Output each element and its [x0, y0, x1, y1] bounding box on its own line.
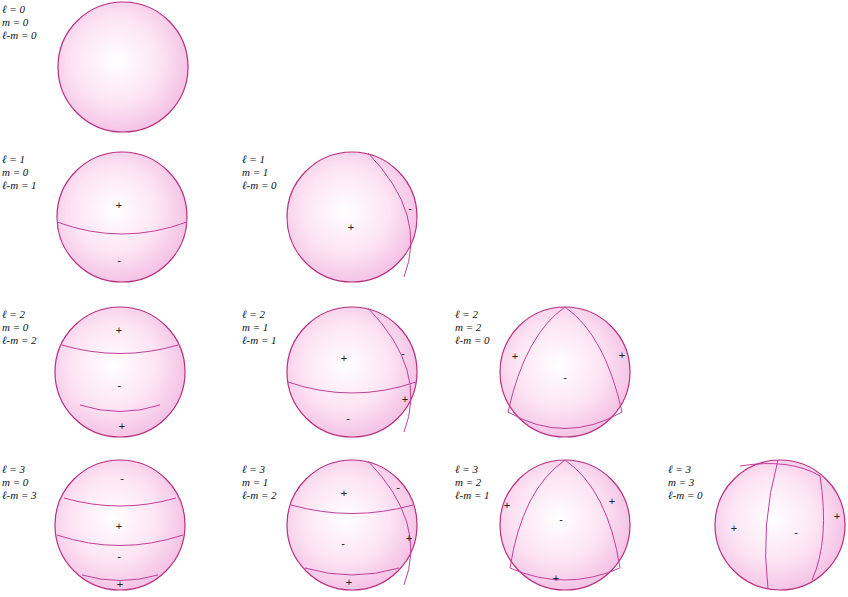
harmonic-sphere: + - +	[500, 307, 630, 437]
sign-marker: -	[396, 482, 400, 493]
sign-marker: +	[341, 353, 347, 364]
quantum-number-label: ℓ = 3	[242, 463, 265, 476]
sphere	[500, 460, 630, 590]
sign-marker: +	[341, 488, 347, 499]
quantum-number-label: m = 0	[2, 16, 28, 29]
quantum-number-label: ℓ = 3	[455, 463, 478, 476]
sphere	[55, 307, 185, 437]
sign-marker: -	[117, 551, 121, 562]
quantum-number-label: m = 3	[668, 476, 694, 489]
harmonic-sphere: +-	[287, 152, 417, 282]
quantum-number-label: ℓ-m = 0	[668, 489, 703, 502]
sign-marker: +	[609, 496, 615, 507]
sign-marker: +	[512, 351, 518, 362]
quantum-number-label: ℓ = 1	[2, 153, 25, 166]
sphere	[287, 152, 417, 282]
quantum-number-label: ℓ = 0	[2, 3, 25, 16]
harmonic-sphere: + - + -	[287, 307, 417, 437]
quantum-number-label: ℓ-m = 2	[2, 334, 37, 347]
quantum-number-label: ℓ-m = 1	[455, 489, 490, 502]
sign-marker: +	[119, 421, 125, 432]
sphere	[287, 307, 417, 437]
sphere	[287, 460, 417, 590]
sign-marker: -	[341, 538, 345, 549]
quantum-number-label: ℓ-m = 0	[2, 29, 37, 42]
quantum-number-label: m = 0	[2, 476, 28, 489]
harmonic-sphere: + - +	[55, 307, 185, 437]
quantum-number-label: m = 0	[2, 321, 28, 334]
sign-marker: +	[116, 325, 122, 336]
sign-marker: +	[619, 350, 625, 361]
sphere	[715, 460, 845, 590]
sign-marker: +	[117, 579, 123, 590]
quantum-number-label: m = 0	[2, 166, 28, 179]
quantum-number-label: ℓ-m = 1	[242, 334, 277, 347]
sign-marker: -	[401, 348, 405, 359]
quantum-number-label: ℓ-m = 1	[2, 179, 37, 192]
harmonic-sphere: + - + +	[500, 460, 630, 590]
quantum-number-label: ℓ-m = 3	[2, 489, 37, 502]
sphere	[58, 2, 188, 132]
sign-marker: +	[731, 523, 737, 534]
quantum-number-label: ℓ = 1	[242, 153, 265, 166]
sign-marker: +	[553, 573, 559, 584]
nodal-lines	[57, 153, 824, 589]
quantum-number-label: m = 2	[455, 476, 481, 489]
quantum-number-label: ℓ = 2	[455, 308, 478, 321]
harmonic-sphere: +-	[57, 152, 187, 282]
sign-marker: +	[402, 394, 408, 405]
sign-marker: +	[346, 577, 352, 588]
sign-marker: +	[116, 200, 122, 211]
harmonic-sphere: + - - + +	[287, 460, 417, 590]
sign-marker: +	[504, 500, 510, 511]
sign-marker: +	[406, 533, 412, 544]
sign-marker: -	[120, 473, 124, 484]
sign-marker: -	[408, 203, 412, 214]
sphere	[500, 307, 630, 437]
sign-marker: -	[794, 527, 798, 538]
sign-marker: -	[563, 372, 567, 383]
harmonic-sphere: - + - +	[55, 460, 185, 590]
quantum-number-label: ℓ-m = 0	[242, 179, 277, 192]
sign-marker: -	[559, 514, 563, 525]
quantum-number-label: m = 1	[242, 166, 268, 179]
harmonic-sphere: + - +	[715, 460, 845, 590]
sign-marker: -	[117, 255, 121, 266]
quantum-number-label: m = 2	[455, 321, 481, 334]
sign-marker: -	[117, 380, 121, 391]
sign-marker: +	[116, 521, 122, 532]
quantum-number-label: ℓ = 3	[2, 463, 25, 476]
quantum-number-label: ℓ-m = 2	[242, 489, 277, 502]
quantum-number-label: m = 1	[242, 476, 268, 489]
sign-marker: +	[834, 511, 840, 522]
quantum-number-label: ℓ = 3	[668, 463, 691, 476]
quantum-number-label: m = 1	[242, 321, 268, 334]
quantum-number-label: ℓ = 2	[2, 308, 25, 321]
sign-marker: -	[346, 413, 350, 424]
quantum-number-label: ℓ = 2	[242, 308, 265, 321]
sign-marker: +	[348, 222, 354, 233]
sphere	[55, 460, 185, 590]
sphere	[57, 152, 187, 282]
quantum-number-label: ℓ-m = 0	[455, 334, 490, 347]
